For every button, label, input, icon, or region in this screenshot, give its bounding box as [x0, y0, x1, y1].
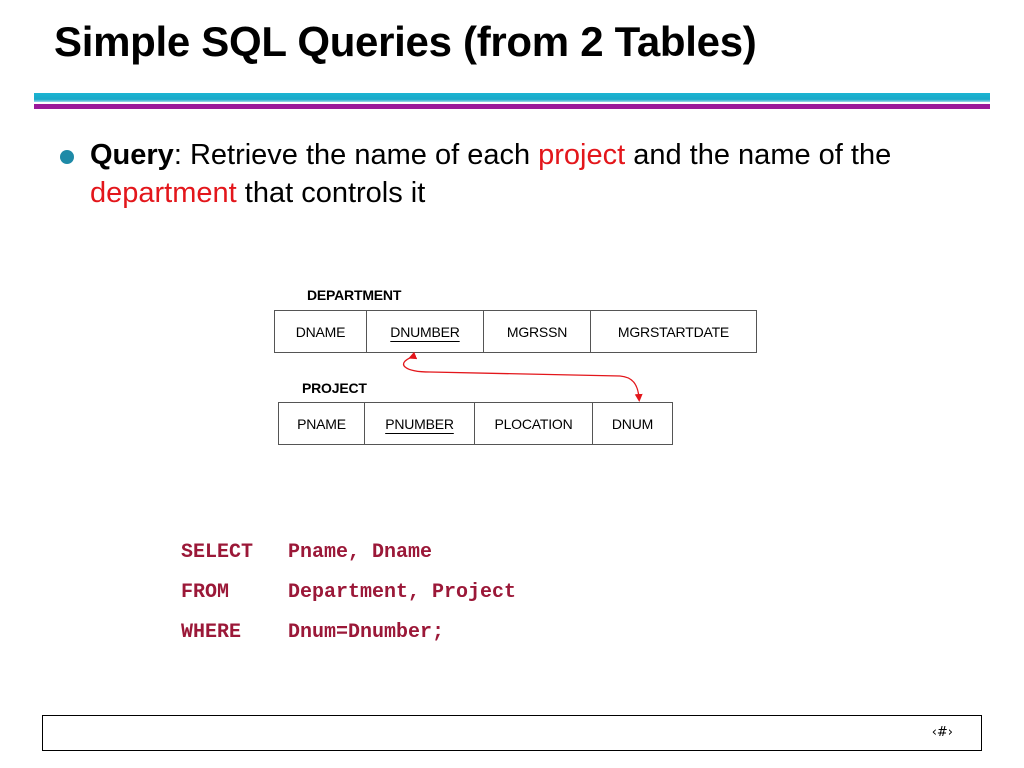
sql-keyword-where: WHERE	[181, 621, 242, 644]
highlight-department: department	[90, 177, 237, 209]
bullet-text-2: and the name of the	[625, 139, 892, 171]
department-col-mgrssn: MGRSSN	[484, 311, 591, 352]
project-col-dnum: DNUM	[611, 415, 654, 432]
highlight-project: project	[538, 139, 626, 171]
sql-line-select: SELECT Pname, Dname	[181, 533, 516, 573]
project-col-pname: PNAME	[279, 403, 365, 444]
project-col-pnumber: PNUMBER	[365, 403, 475, 444]
department-schema-row: DNAME DNUMBER MGRSSN MGRSTARTDATE	[274, 310, 757, 353]
department-col-mgrstartdate: MGRSTARTDATE	[617, 323, 730, 340]
footer-box: ‹#›	[42, 715, 982, 751]
bullet-text-1: : Retrieve the name of each	[173, 139, 539, 171]
title-rule-purple	[34, 104, 990, 109]
project-schema-row: PNAME PNUMBER PLOCATION DNUM	[278, 402, 673, 445]
project-key-pnumber: PNUMBER	[385, 415, 454, 432]
project-table-label: PROJECT	[302, 380, 367, 396]
department-key-dnumber: DNUMBER	[390, 323, 460, 340]
sql-clause-from: Department, Project	[288, 581, 517, 604]
department-table-label: DEPARTMENT	[307, 287, 402, 303]
page-number: ‹#›	[931, 725, 953, 740]
query-bullet: Query: Retrieve the name of each project…	[90, 136, 970, 212]
bullet-icon	[60, 150, 74, 164]
sql-query: SELECT Pname, Dname FROM Department, Proje…	[181, 533, 516, 653]
department-col-dnumber: DNUMBER	[367, 311, 484, 352]
bullet-text-3: that controls it	[236, 177, 426, 209]
slide-title: Simple SQL Queries (from 2 Tables)	[54, 18, 757, 65]
sql-clause-where: Dnum=Dnumber;	[288, 621, 445, 644]
title-rule-blue	[34, 93, 990, 102]
sql-line-where: WHERE Dnum=Dnumber;	[181, 613, 516, 653]
sql-line-from: FROM Department, Project	[181, 573, 516, 613]
query-label: Query	[90, 139, 174, 171]
project-col-plocation: PLOCATION	[475, 403, 593, 444]
sql-clause-select: Pname, Dname	[288, 541, 433, 564]
department-col-dname: DNAME	[275, 311, 367, 352]
sql-keyword-from: FROM	[181, 581, 230, 604]
sql-keyword-select: SELECT	[181, 541, 254, 564]
